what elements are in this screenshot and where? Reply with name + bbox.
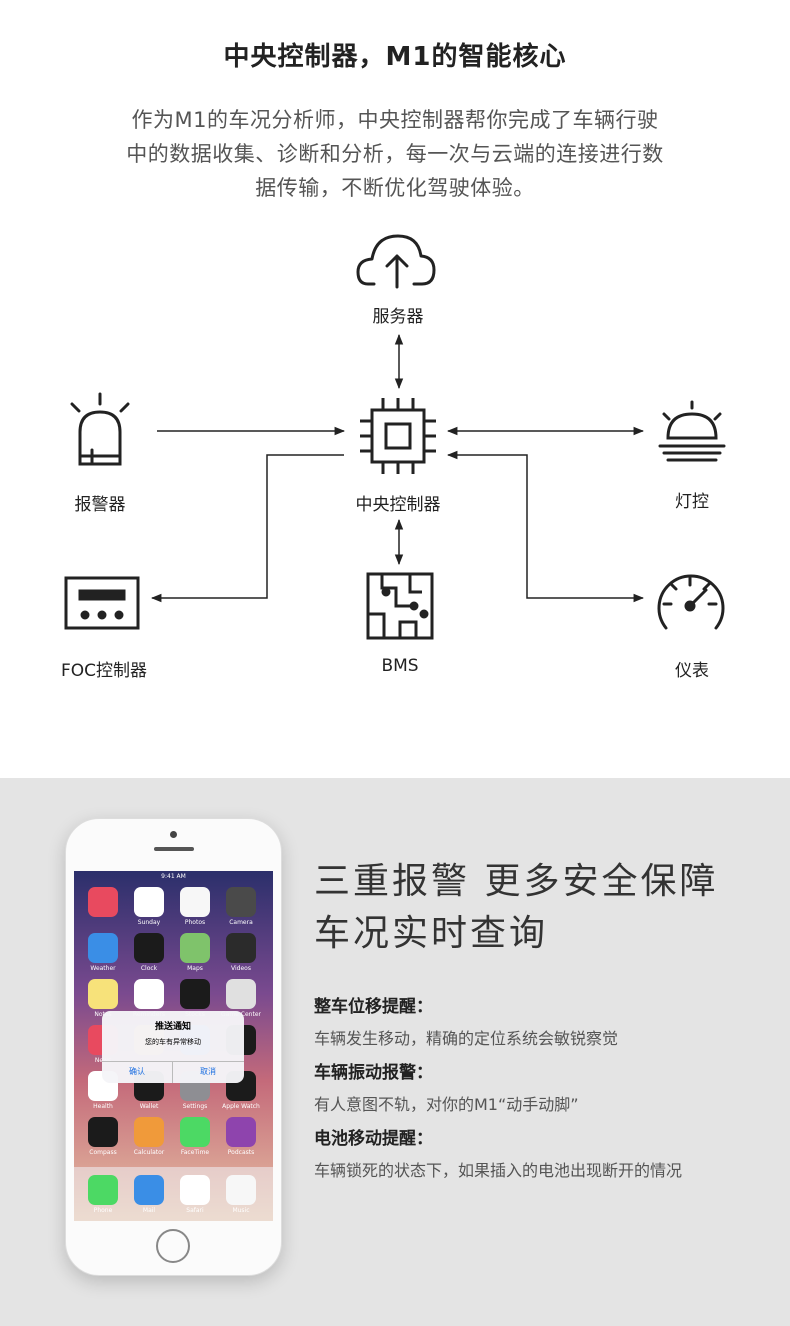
cloud-upload-icon xyxy=(356,234,436,289)
alert-message: 您的车有异常移动 xyxy=(145,1038,201,1046)
app-icon[interactable] xyxy=(226,933,256,963)
app-label: Apple Watch xyxy=(222,1103,260,1110)
app-label: Videos xyxy=(231,965,251,972)
label-alarm: 报警器 xyxy=(74,495,126,515)
dock-app-icon[interactable] xyxy=(134,1175,164,1205)
label-central: 中央控制器 xyxy=(355,495,441,515)
label-foc: FOC控制器 xyxy=(60,661,148,681)
feature-title-battery: 电池移动提醒： xyxy=(314,1129,433,1149)
intro-section: 中央控制器，M1的智能核心 作为M1的车况分析师，中央控制器帮你完成了车辆行驶 … xyxy=(60,42,726,681)
speedometer-icon xyxy=(657,574,725,630)
app-icon[interactable] xyxy=(88,887,118,917)
arrow-central-dashboard xyxy=(446,450,645,603)
dock-app-label: Phone xyxy=(93,1207,113,1214)
app-label: FaceTime xyxy=(180,1149,210,1156)
intro-line-3: 据传输，不断优化驾驶体验。 xyxy=(255,176,535,200)
dock-app-icon[interactable] xyxy=(180,1175,210,1205)
app-label: Maps xyxy=(187,965,203,972)
status-bar-time: 9:41 AM xyxy=(161,873,186,880)
feature-desc-vibration: 有人意图不轨，对你的M1“动手动脚” xyxy=(314,1095,579,1114)
circuit-board-icon xyxy=(366,572,434,640)
alert-confirm-button[interactable]: 确认 xyxy=(129,1067,145,1076)
label-bms: BMS xyxy=(381,656,419,676)
home-button[interactable] xyxy=(156,1229,190,1263)
headline-1: 三重报警 更多安全保障 xyxy=(314,861,719,902)
dock: Phone Mail Safari Music xyxy=(74,1167,273,1221)
app-label: Camera xyxy=(229,919,253,926)
app-label: Wallet xyxy=(139,1103,159,1110)
push-notification-alert: 推送通知 您的车有异常移动 确认 取消 xyxy=(102,1011,244,1083)
app-icon[interactable] xyxy=(180,1117,210,1147)
arrow-central-foc xyxy=(150,454,344,603)
label-lights: 灯控 xyxy=(675,492,709,512)
architecture-diagram xyxy=(64,234,726,640)
phone-speaker xyxy=(154,847,194,851)
chip-icon xyxy=(360,398,436,474)
app-icon[interactable] xyxy=(134,979,164,1009)
phone-camera xyxy=(170,831,177,838)
app-label: Weather xyxy=(90,965,116,972)
app-label: Settings xyxy=(182,1103,208,1110)
app-icon[interactable] xyxy=(134,887,164,917)
label-dashboard: 仪表 xyxy=(675,661,709,681)
app-icon[interactable] xyxy=(180,887,210,917)
intro-line-1: 作为M1的车况分析师，中央控制器帮你完成了车辆行驶 xyxy=(131,108,659,132)
dock-app-label: Mail xyxy=(142,1207,156,1214)
dock-app-icon[interactable] xyxy=(88,1175,118,1205)
app-icon[interactable] xyxy=(226,1117,256,1147)
feature-title-displacement: 整车位移提醒： xyxy=(314,997,433,1017)
feature-desc-battery: 车辆锁死的状态下，如果插入的电池出现断开的情况 xyxy=(314,1161,683,1180)
alert-button-divider xyxy=(172,1061,173,1083)
dock-app-label: Safari xyxy=(186,1207,204,1214)
headline-2: 车况实时查询 xyxy=(314,913,549,954)
alert-cancel-button[interactable]: 取消 xyxy=(200,1067,216,1076)
app-icon[interactable] xyxy=(180,933,210,963)
app-label: Clock xyxy=(140,965,158,972)
feature-desc-displacement: 车辆发生移动，精确的定位系统会敏锐察觉 xyxy=(314,1029,619,1048)
app-label: Sunday xyxy=(137,919,161,926)
page-title: 中央控制器，M1的智能核心 xyxy=(223,42,567,72)
alarm-siren-icon xyxy=(70,392,130,466)
dock-app-icon[interactable] xyxy=(226,1175,256,1205)
app-icon[interactable] xyxy=(88,933,118,963)
app-icon[interactable] xyxy=(226,979,256,1009)
sunrise-light-icon xyxy=(658,400,726,462)
app-icon[interactable] xyxy=(88,1117,118,1147)
app-label: Calculator xyxy=(133,1149,165,1156)
intro-line-2: 中的数据收集、诊断和分析，每一次与云端的连接进行数 xyxy=(126,142,664,166)
app-label: Health xyxy=(93,1103,113,1110)
dock-app-label: Music xyxy=(232,1207,250,1214)
app-icon[interactable] xyxy=(226,887,256,917)
alert-divider xyxy=(102,1061,244,1062)
app-icon[interactable] xyxy=(134,933,164,963)
app-label: Podcasts xyxy=(227,1149,255,1156)
feature-title-vibration: 车辆振动报警： xyxy=(314,1063,433,1083)
app-icon[interactable] xyxy=(88,979,118,1009)
alert-title: 推送通知 xyxy=(154,1022,191,1032)
app-icon[interactable] xyxy=(180,979,210,1009)
app-label: Compass xyxy=(89,1149,117,1156)
app-label: Photos xyxy=(184,919,206,926)
app-icon[interactable] xyxy=(134,1117,164,1147)
label-server: 服务器 xyxy=(372,307,424,327)
controller-icon xyxy=(64,576,140,630)
